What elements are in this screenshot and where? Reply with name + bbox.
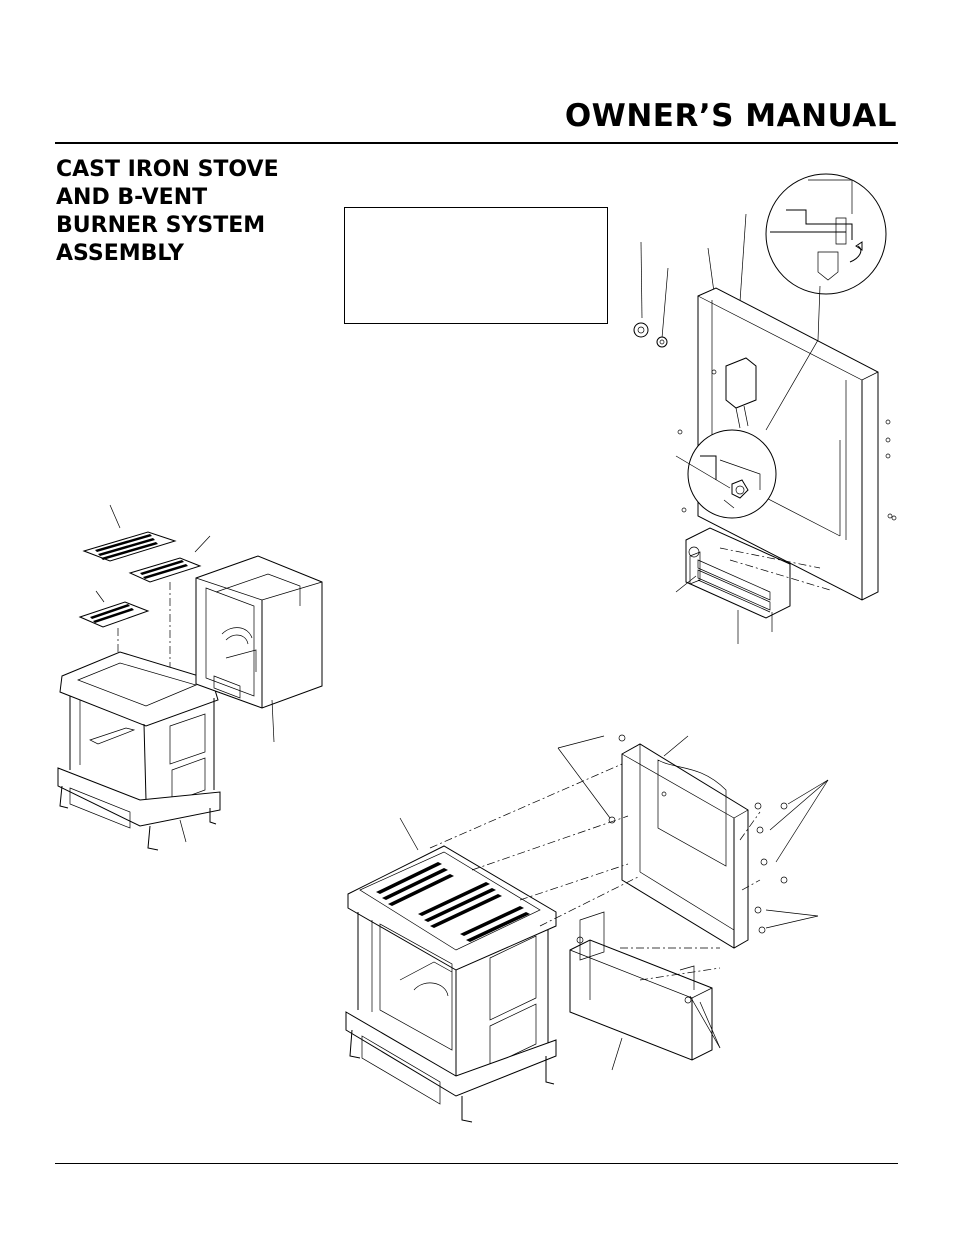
header-rule	[55, 142, 898, 144]
blower-assembly	[685, 527, 831, 619]
grate-top-left	[82, 531, 177, 562]
dash-alignment-lines	[429, 763, 761, 981]
section-title-line-1: CAST IRON STOVE	[56, 157, 279, 182]
stove-body-left	[57, 651, 221, 851]
grommets	[633, 322, 668, 348]
stove-assembled	[345, 845, 557, 1123]
footer-rule	[55, 1163, 898, 1164]
section-title-line-2: AND B-VENT	[56, 185, 208, 210]
note-box	[344, 207, 608, 324]
section-title-line-3: BURNER SYSTEM	[56, 213, 266, 238]
inset-detail-circle-top	[765, 173, 887, 295]
manual-title: OWNER’S MANUAL	[564, 98, 897, 134]
back-panel-bottom	[621, 743, 749, 949]
screws-bottom	[576, 734, 788, 1004]
firebox-insert-left	[195, 555, 323, 709]
screws-right-top	[677, 419, 897, 521]
grate-front-left	[78, 601, 150, 628]
section-title: CAST IRON STOVE AND B-VENT BURNER SYSTEM…	[56, 156, 326, 268]
lower-shroud	[569, 911, 713, 1061]
grate-top-right	[128, 557, 202, 583]
inset-detail-circle-bottom	[687, 429, 777, 519]
section-title-line-4: ASSEMBLY	[56, 241, 184, 266]
